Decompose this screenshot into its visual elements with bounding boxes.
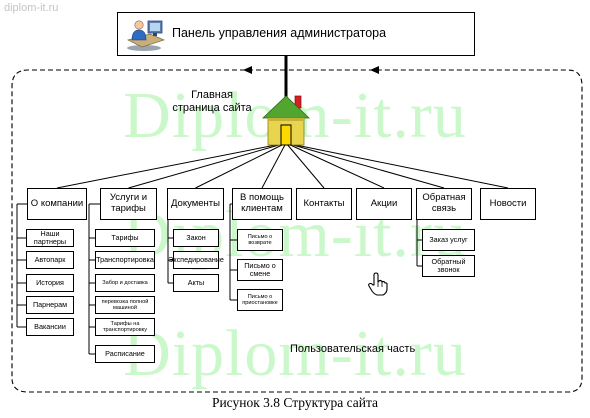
subpage-box: Автопарк <box>26 251 74 269</box>
hub-connector <box>285 142 445 189</box>
subpage-box: Парнерам <box>26 296 74 314</box>
subpage-box: Обратный звонок <box>422 255 475 277</box>
frame-arrow-right <box>370 66 379 74</box>
subpage-box: Транспортировка <box>95 251 155 269</box>
section-box: О компании <box>27 188 87 220</box>
subpage-box: Письмо о смене <box>237 259 283 281</box>
hub-connector <box>195 142 287 189</box>
subpage-box: Вакансии <box>26 318 74 336</box>
section-box: Новости <box>480 188 536 220</box>
section-box: Документы <box>167 188 224 220</box>
subpage-box: Расписание <box>95 345 155 363</box>
subpage-box: Письмо о приостановке <box>237 289 283 311</box>
subpage-box: Тарифы на транспортировку <box>95 318 155 336</box>
home-page-label: Главная страница сайта <box>172 89 252 115</box>
watermark-text: Diplom-it.ru <box>123 317 467 390</box>
house-icon <box>262 95 310 146</box>
subpage-box: Закон <box>173 229 219 247</box>
section-box: Обратная связь <box>416 188 472 220</box>
hub-connector <box>285 142 385 189</box>
user-part-label: Пользовательская часть <box>290 343 416 355</box>
frame-arrow-left <box>243 66 252 74</box>
admin-panel-box: Панель управления администратора <box>117 12 475 56</box>
section-box: Акции <box>356 188 412 220</box>
subpage-box: Экспедирование <box>168 251 224 269</box>
hand-cursor-icon <box>368 272 388 296</box>
subpage-box: История <box>26 274 74 292</box>
subpage-box: Тарифы <box>95 229 155 247</box>
subpage-box: перевозка полной машиной <box>95 296 155 314</box>
user-part-frame <box>11 69 583 393</box>
subpage-box: Письмо о возврате <box>237 229 283 251</box>
admin-panel-title: Панель управления администратора <box>172 26 387 40</box>
hub-connector <box>128 142 287 189</box>
section-box: В помощь клиентам <box>232 188 292 220</box>
watermark-url: diplom-it.ru <box>4 2 59 14</box>
subpage-box: Заказ услуг <box>422 229 475 251</box>
section-box: Услуги и тарифы <box>100 188 157 220</box>
hub-connector <box>261 142 287 189</box>
admin-user-computer-icon <box>127 20 166 51</box>
subpage-box: Акты <box>173 274 219 292</box>
subpage-box: Забор и доставка <box>95 274 155 292</box>
hub-connector <box>56 142 287 189</box>
section-box: Контакты <box>296 188 352 220</box>
fan-lines <box>56 142 509 189</box>
hub-connector <box>285 142 509 189</box>
tree-lines <box>16 203 422 355</box>
hub-connector <box>285 142 325 189</box>
figure-caption: Рисунок 3.8 Структура сайта <box>211 395 379 410</box>
subpage-box: Наши партнеры <box>26 229 74 247</box>
